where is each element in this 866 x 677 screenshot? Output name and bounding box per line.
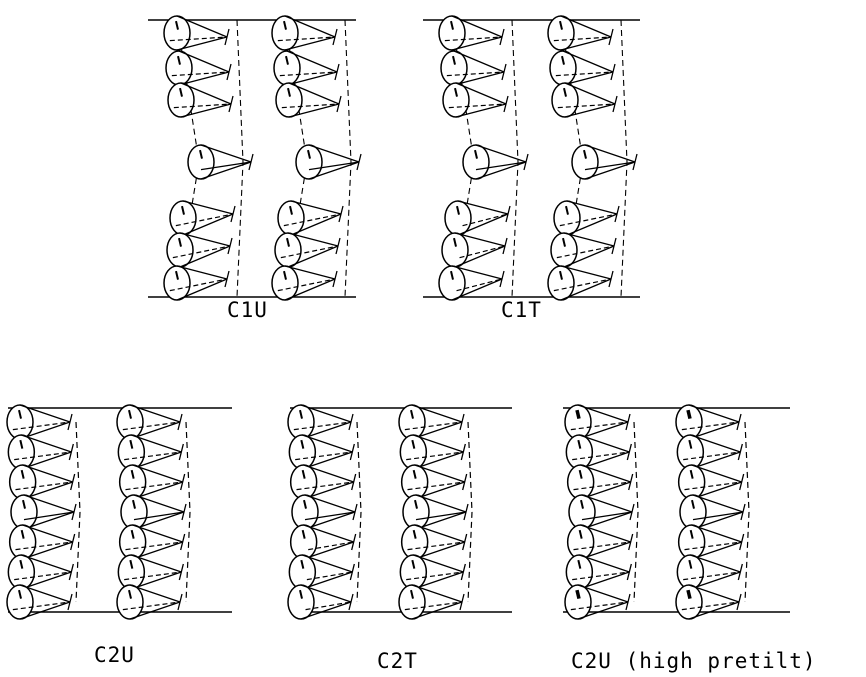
panel-c2t (288, 405, 512, 619)
panel-label-c2t: C2T (377, 649, 418, 673)
cone-icon (164, 266, 229, 300)
cone-icon (7, 585, 72, 619)
cone-icon (118, 435, 183, 469)
cone-icon (120, 465, 185, 499)
cone-icon (569, 495, 634, 529)
cone-icon (550, 51, 615, 85)
cone-icon (439, 16, 504, 50)
panel-label-c2u-high: C2U (high pretilt) (571, 649, 817, 673)
cone-icon (118, 555, 183, 589)
cone-icon (676, 405, 741, 439)
cone-icon (120, 525, 185, 559)
smectic-layer-column (164, 16, 253, 300)
cone-icon (676, 585, 741, 619)
cone-icon (276, 83, 341, 117)
smectic-layer-column (565, 405, 638, 619)
cone-icon (565, 405, 630, 439)
cone-icon (288, 405, 353, 439)
cone-icon (552, 83, 617, 117)
cone-icon (400, 555, 465, 589)
smectic-layer-column (272, 16, 361, 300)
cone-icon (291, 525, 356, 559)
panel-label-c1u: C1U (227, 298, 268, 322)
cone-icon (289, 555, 354, 589)
cone-icon (117, 585, 182, 619)
panel-label-c1t: C1T (501, 298, 542, 322)
cone-icon (121, 495, 186, 529)
cone-icon (166, 51, 231, 85)
smectic-layer-column (548, 16, 637, 300)
cone-icon (399, 585, 464, 619)
cone-icon (679, 465, 744, 499)
cone-icon (548, 266, 613, 300)
cone-icon (289, 435, 354, 469)
cone-icon (566, 435, 631, 469)
cone-icon (441, 51, 506, 85)
smectic-layer-column (676, 405, 749, 619)
cone-icon (10, 465, 75, 499)
smectic-layer-column (399, 405, 472, 619)
cone-icon (565, 585, 630, 619)
smectic-layer-column (439, 16, 528, 300)
cone-icon (402, 465, 467, 499)
cone-icon (677, 555, 742, 589)
panel-c1t (423, 16, 640, 300)
cone-icon (292, 495, 357, 529)
cone-icon (548, 16, 613, 50)
cone-icon (291, 465, 356, 499)
cone-icon (8, 435, 73, 469)
cone-icon (288, 585, 353, 619)
cone-icon (170, 201, 235, 235)
cone-icon (400, 435, 465, 469)
cone-icon (445, 201, 510, 235)
cone-icon (8, 555, 73, 589)
cone-icon (677, 435, 742, 469)
panel-c2u-high (563, 405, 790, 619)
smectic-layer-column (117, 405, 190, 619)
panel-c1u (148, 16, 361, 300)
cone-icon (164, 16, 229, 50)
smectic-layer-column (288, 405, 361, 619)
cone-icon (7, 405, 72, 439)
cone-icon (117, 405, 182, 439)
cone-icon (443, 83, 508, 117)
cone-icon (439, 266, 504, 300)
cone-icon (679, 525, 744, 559)
panel-label-c2u: C2U (94, 643, 135, 667)
cone-icon (403, 495, 468, 529)
cone-icon (278, 201, 343, 235)
cone-icon (272, 16, 337, 50)
cone-icon (566, 555, 631, 589)
cone-icon (272, 266, 337, 300)
smectic-layer-column (7, 405, 80, 619)
cone-icon (274, 51, 339, 85)
cone-icon (402, 525, 467, 559)
cone-icon (275, 233, 340, 267)
cone-icon (442, 233, 507, 267)
cone-icon (168, 83, 233, 117)
cone-icon (551, 233, 616, 267)
cone-icon (10, 525, 75, 559)
cone-icon (554, 201, 619, 235)
cone-icon (568, 525, 633, 559)
cone-icon (399, 405, 464, 439)
cone-icon (568, 465, 633, 499)
cone-icon (680, 495, 745, 529)
cone-icon (11, 495, 76, 529)
panel-c2u (7, 405, 232, 619)
cone-icon (167, 233, 232, 267)
